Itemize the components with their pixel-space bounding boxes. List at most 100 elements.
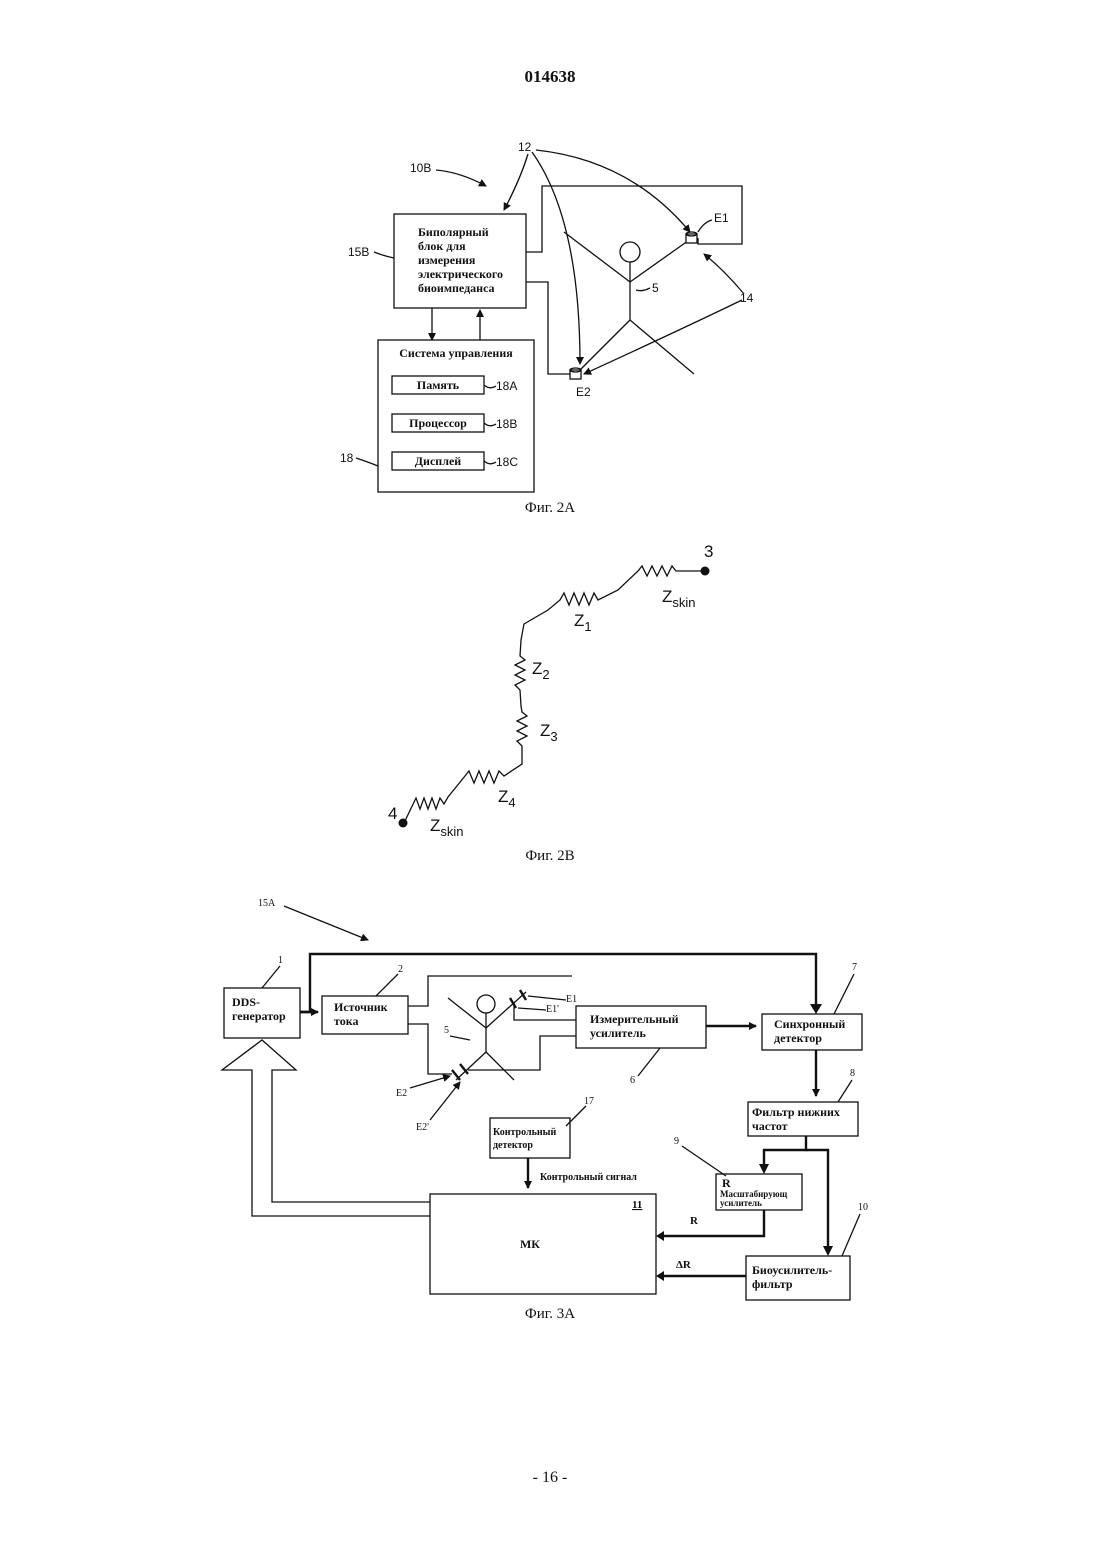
ref-1-leader — [262, 966, 280, 988]
ref-12-arrow-unit — [504, 154, 528, 210]
svg-text:измерения: измерения — [418, 253, 476, 267]
figure-3a: 15A DDS- генератор 1 Источник тока 2 — [222, 898, 868, 1322]
e2p-arrow — [430, 1082, 460, 1120]
ctrl-label-2: детектор — [493, 1140, 533, 1151]
sync-input-arrowhead — [810, 1004, 822, 1014]
current-label-1: Источник — [334, 1000, 388, 1014]
ref-7-leader — [834, 974, 854, 1014]
r-arrowhead — [656, 1231, 664, 1241]
ref-14: 14 — [740, 291, 754, 305]
scaler-input-arrowhead — [759, 1164, 769, 1174]
svg-text:блок для: блок для — [418, 239, 466, 253]
ref-5-3a: 5 — [444, 1025, 449, 1036]
ref-15a: 15A — [258, 898, 276, 909]
label-e2-3a: E2 — [396, 1088, 407, 1099]
electrode-e2 — [570, 368, 581, 379]
memory-label: Память — [417, 378, 460, 392]
label-e1: E1 — [714, 211, 729, 225]
ref-12-arrow-e2 — [532, 152, 580, 364]
ref-2: 2 — [398, 964, 403, 975]
lpf-label-2: частот — [752, 1119, 788, 1133]
ref-5-leader — [636, 288, 650, 291]
e1-leader — [698, 220, 712, 232]
ref-5-leader-3a — [450, 1036, 470, 1040]
lpf-to-bio-line — [806, 1150, 828, 1248]
ref-18: 18 — [340, 451, 354, 465]
caption-fig-2a: Фиг. 2А — [525, 500, 575, 516]
ref-1: 1 — [278, 955, 283, 966]
lpf-label-1: Фильтр нижних — [752, 1105, 840, 1119]
ctrl-label-1: Контрольный — [493, 1127, 556, 1138]
ref-9: 9 — [674, 1136, 679, 1147]
ref-10-leader — [842, 1214, 860, 1256]
svg-text:Биполярный: Биполярный — [418, 225, 489, 239]
ref-5: 5 — [652, 281, 659, 295]
microcontroller-block — [430, 1194, 656, 1294]
amp-label-2: усилитель — [590, 1026, 646, 1040]
ref-15b-leader — [374, 252, 394, 258]
ref-18b: 18B — [496, 417, 517, 431]
mk-label: МК — [520, 1237, 540, 1251]
wire-e1 — [526, 186, 742, 252]
bio-label-1: Биоусилитель- — [752, 1263, 832, 1277]
ref-18a: 18A — [496, 379, 517, 393]
scaler-r-label: R — [722, 1176, 731, 1190]
label-e2p: E2' — [416, 1122, 429, 1133]
ref-6: 6 — [630, 1075, 635, 1086]
e1-leader-3a — [528, 996, 566, 1000]
bio-input-arrowhead — [823, 1246, 833, 1256]
figure-2b: 3 4 Zskin Z1 Z2 Z3 Z4 Zskin Фиг. 2В — [388, 542, 713, 864]
ref-15b: 15B — [348, 245, 369, 259]
ref-10b-arrow — [436, 170, 486, 186]
dds-label-2: генератор — [232, 1009, 286, 1023]
ref-10b: 10B — [410, 161, 431, 175]
ref-6-leader — [638, 1048, 660, 1076]
page-number: - 16 - — [533, 1469, 568, 1486]
ref-18c: 18C — [496, 455, 518, 469]
display-label: Дисплей — [415, 454, 461, 468]
ref-18-leader — [356, 458, 378, 466]
bio-label-2: фильтр — [752, 1277, 793, 1291]
ref-9-leader — [682, 1146, 726, 1176]
control-signal-label: Контрольный сигнал — [540, 1172, 637, 1183]
sync-label-2: детектор — [774, 1031, 822, 1045]
dr-arrowhead — [656, 1271, 664, 1281]
ref-12-arrow-e1 — [536, 150, 690, 232]
ref-7: 7 — [852, 962, 857, 973]
electrode-e1 — [686, 232, 697, 243]
svg-text:электрического: электрического — [418, 267, 503, 281]
label-e2: E2 — [576, 385, 591, 399]
ref-17: 17 — [584, 1096, 594, 1107]
ref-15a-arrow — [284, 906, 368, 940]
feedback-arrow-mk-to-dds — [222, 1040, 430, 1216]
impedance-chain — [404, 566, 705, 823]
ref-8: 8 — [850, 1068, 855, 1079]
node-3-label: 3 — [704, 542, 713, 561]
z3-label: Z3 — [540, 721, 558, 744]
delta-r-signal-label: ΔR — [676, 1259, 692, 1271]
ref-10: 10 — [858, 1202, 868, 1213]
node-3-dot — [701, 567, 710, 576]
e1p-leader — [518, 1008, 546, 1010]
current-label-2: тока — [334, 1014, 358, 1028]
control-system-title: Система управления — [399, 346, 513, 360]
electrodes-3a — [452, 990, 526, 1080]
ref-14-arrow-e1 — [704, 254, 744, 294]
ref-12: 12 — [518, 140, 532, 154]
svg-text:биоимпеданса: биоимпеданса — [418, 281, 495, 295]
node-4-label: 4 — [388, 804, 397, 823]
caption-fig-2b: Фиг. 2В — [525, 848, 574, 864]
e2-arrow — [410, 1076, 450, 1088]
label-e1-3a: E1 — [566, 994, 577, 1005]
figure-2a: 10B 12 Биполярный блок для измерения эле… — [340, 140, 754, 516]
label-e1p: E1' — [546, 1004, 559, 1015]
ref-14-arrow-e2 — [584, 300, 742, 374]
sync-label-1: Синхронный — [774, 1017, 845, 1031]
scaler-label-2: усилитель — [720, 1198, 762, 1208]
zskin-top-label: Zskin — [662, 587, 696, 610]
r-signal-label: R — [690, 1215, 699, 1227]
caption-fig-3a: Фиг. 3А — [525, 1306, 575, 1322]
z1-label: Z1 — [574, 611, 592, 634]
ref-8-leader — [838, 1080, 852, 1102]
